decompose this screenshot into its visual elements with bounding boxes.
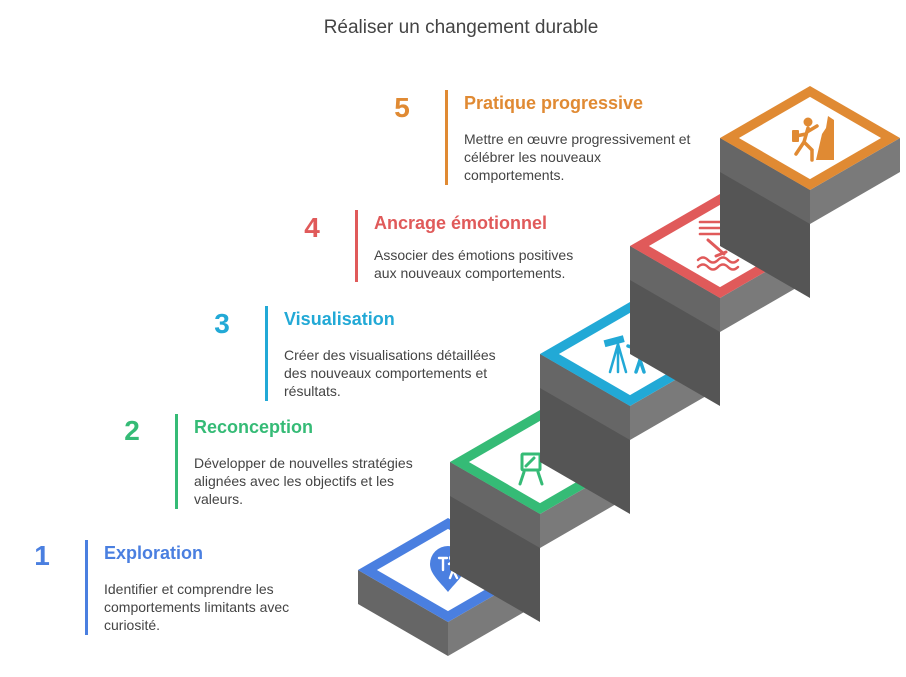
step-title: Visualisation	[284, 309, 395, 329]
step-description: Créer des visualisations détaillées des …	[284, 347, 496, 399]
step-title: Exploration	[104, 543, 204, 563]
step-number: 3	[214, 308, 230, 339]
step-title: Reconception	[194, 417, 314, 437]
stair-left-face	[630, 246, 720, 332]
step-divider	[175, 414, 178, 509]
step-number: 4	[304, 212, 320, 243]
step-number: 5	[394, 92, 410, 123]
step-number: 1	[34, 540, 50, 571]
step-title: Ancrage émotionnel	[374, 213, 548, 233]
page-title: Réaliser un changement durable	[323, 17, 599, 38]
stair-left-face	[358, 570, 448, 656]
step-divider	[85, 540, 88, 635]
step-number: 2	[124, 415, 140, 446]
stair-right-face	[810, 138, 900, 224]
stair-left-face	[450, 462, 540, 548]
step-description: Mettre en œuvre progressivement et céléb…	[464, 131, 691, 183]
step-title: Pratique progressive	[464, 93, 644, 113]
step-description: Associer des émotions positives aux nouv…	[374, 247, 574, 281]
climber-icon	[792, 116, 834, 162]
stair-step-5	[720, 86, 900, 298]
stair-left-face	[540, 354, 630, 440]
stair-top-inner	[738, 96, 882, 180]
step-description: Identifier et comprendre les comportemen…	[104, 581, 290, 633]
step-divider	[445, 90, 448, 185]
stair-left-face	[720, 138, 810, 224]
step-divider	[355, 210, 358, 282]
step-divider	[265, 306, 268, 401]
step-description: Développer de nouvelles stratégies align…	[194, 455, 413, 507]
